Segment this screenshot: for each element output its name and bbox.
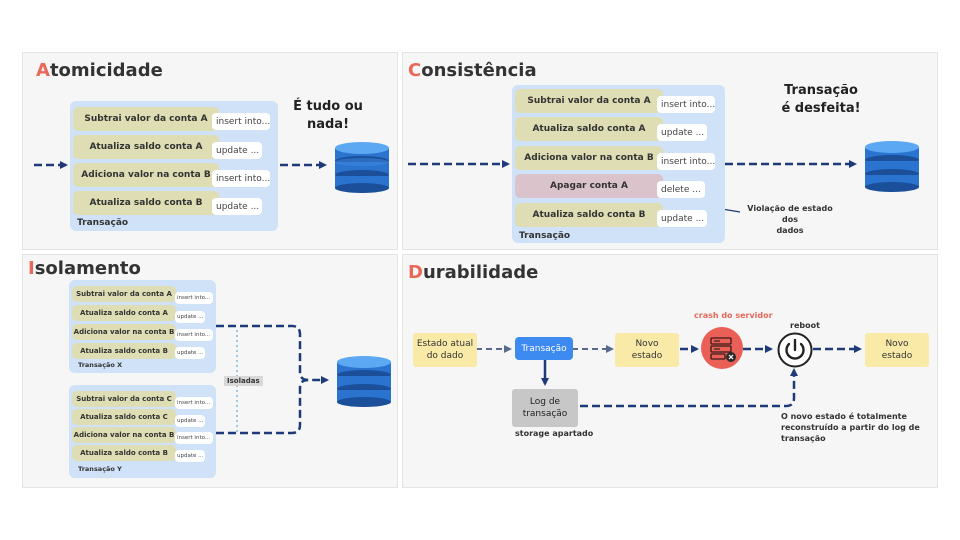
log-line-2: transação — [522, 409, 568, 419]
title-rest: urabilidade — [422, 262, 539, 283]
operation-1: Subtrai valor da conta C — [72, 391, 176, 407]
sql-violation: delete ... — [657, 181, 705, 198]
title-initial: C — [408, 60, 422, 81]
transaction-label-x: Transação X — [78, 361, 123, 369]
operation-4: Atualiza saldo conta B — [72, 445, 176, 461]
operation-violation: Apagar conta A — [515, 174, 663, 198]
sql-3: insert into... — [212, 170, 270, 187]
reboot-label: reboot — [790, 321, 820, 330]
sql-3: insert into... — [175, 329, 213, 341]
title-rest: solamento — [34, 258, 141, 279]
arrow-dur-log — [580, 368, 798, 408]
new-state-box-2: Novo estado — [865, 333, 929, 367]
sql-5: update ... — [657, 210, 707, 227]
sql-3: insert into... — [175, 432, 213, 444]
title-initial: A — [36, 60, 50, 81]
operation-2: Atualiza saldo conta C — [72, 409, 176, 425]
violation-line-1: Violação de estado dos — [747, 204, 833, 224]
sql-2: update ... — [175, 415, 205, 427]
sql-1: insert into... — [175, 397, 213, 409]
statement-line-1: Transação — [784, 83, 858, 98]
arrow-iso-y — [216, 378, 309, 435]
operation-3: Adiciona valor na conta B — [72, 324, 176, 340]
new-state-1-line-1: Novo — [635, 339, 659, 349]
isolated-tag: Isoladas — [224, 376, 263, 386]
title-initial: I — [28, 258, 35, 279]
final-note-line-1: O novo estado é totalmente — [781, 412, 907, 421]
sql-4: update ... — [175, 347, 205, 359]
transaction-label-y: Transação Y — [78, 465, 122, 473]
operation-3: Adiciona valor na conta B — [72, 427, 176, 443]
title-consistencia: Consistência — [408, 60, 537, 81]
storage-label: storage apartado — [515, 429, 594, 438]
database-icon — [865, 141, 919, 192]
new-state-2-line-1: Novo — [885, 339, 909, 349]
power-icon — [777, 332, 813, 368]
sql-2: update ... — [212, 142, 262, 159]
current-state-line-2: do dado — [426, 351, 464, 361]
title-atomicidade: Atomicidade — [36, 60, 163, 81]
operation-2: Atualiza saldo conta A — [72, 305, 176, 321]
sql-1: insert into... — [175, 292, 213, 304]
sql-2: update ... — [175, 311, 205, 323]
operation-3: Adiciona valor na conta B — [515, 146, 663, 170]
log-line-1: Log de — [529, 397, 561, 407]
statement-consistencia: Transação é desfeita! — [776, 82, 866, 118]
title-rest: tomicidade — [49, 60, 163, 81]
sql-1: insert into... — [657, 96, 715, 113]
operation-1: Subtrai valor da conta A — [515, 89, 663, 113]
current-state-line-1: Estado atual — [416, 339, 474, 349]
title-isolamento: Isolamento — [28, 258, 141, 279]
operation-1: Subtrai valor da conta A — [73, 107, 219, 131]
transaction-label: Transação — [519, 231, 571, 241]
new-state-box-1: Novo estado — [615, 333, 679, 367]
title-initial: D — [408, 262, 423, 283]
violation-line-2: dados — [776, 226, 804, 235]
operation-2: Atualiza saldo conta A — [515, 117, 663, 141]
sql-3: insert into... — [657, 153, 715, 170]
sql-2: update ... — [657, 124, 707, 141]
operation-2: Atualiza saldo conta A — [73, 135, 219, 159]
statement-line-2: nada! — [306, 117, 350, 132]
operation-5: Atualiza saldo conta B — [515, 203, 663, 227]
panel-durabilidade — [402, 254, 938, 488]
operation-3: Adiciona valor na conta B — [73, 163, 219, 187]
new-state-1-line-2: estado — [631, 351, 663, 361]
statement-line-1: É tudo ou — [293, 99, 363, 114]
final-note-line-2: reconstruído a partir do log de — [781, 423, 920, 432]
sql-4: update ... — [212, 198, 262, 215]
database-icon — [335, 142, 389, 193]
violation-note: Violação de estado dos dados — [740, 203, 840, 236]
arrow-iso-x — [216, 324, 329, 384]
current-state-box: Estado atual do dado — [413, 333, 477, 367]
sql-1: insert into... — [212, 113, 270, 130]
statement-atomicidade: É tudo ou nada! — [292, 98, 364, 134]
new-state-2-line-2: estado — [881, 351, 913, 361]
operation-4: Atualiza saldo conta B — [72, 343, 176, 359]
statement-line-2: é desfeita! — [781, 101, 861, 116]
title-rest: onsistência — [421, 60, 537, 81]
crash-label: crash do servidor — [694, 311, 773, 320]
final-note: O novo estado é totalmente reconstruído … — [781, 411, 921, 444]
transaction-box: Transação — [515, 337, 573, 360]
sql-4: update ... — [175, 450, 205, 462]
transaction-log-box: Log de transação — [512, 389, 578, 427]
database-icon — [337, 356, 391, 407]
title-durabilidade: Durabilidade — [408, 262, 538, 283]
operation-4: Atualiza saldo conta B — [73, 191, 219, 215]
transaction-label: Transação — [77, 218, 129, 228]
final-note-line-3: transação — [781, 434, 826, 443]
server-crash-icon — [701, 327, 743, 369]
operation-1: Subtrai valor da conta A — [72, 286, 176, 302]
